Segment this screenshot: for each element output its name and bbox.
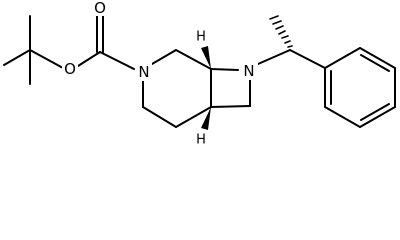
ester-oxygen-label: O	[64, 60, 76, 78]
carbamate-group	[77, 14, 135, 70]
bond-n-chiral-carbon	[257, 49, 291, 65]
bond-oxygen-carbonyl-carbon	[77, 51, 101, 67]
molecule-diagram: O O N N H H	[3, 0, 396, 148]
azetidine-ring	[210, 68, 251, 108]
bond-chiral-carbon-phenyl	[289, 49, 326, 69]
stereo-bonds	[201, 46, 211, 130]
bond-ch2-c6	[210, 105, 251, 108]
piperidine-ring	[142, 49, 212, 128]
wedge-bond-bottom	[201, 107, 211, 130]
phenyl-bond-2	[359, 47, 396, 69]
phenyl-bond-5	[324, 106, 361, 128]
bond-c6-c5	[175, 106, 212, 128]
phenyl-bond-4	[359, 106, 396, 128]
phenyl-bond-1	[324, 47, 361, 69]
wedge-bond-top	[201, 46, 211, 69]
phenyl-inner-bond-1	[360, 54, 390, 72]
atom-labels: O O N N H H	[62, 0, 258, 148]
carbonyl-oxygen-label: O	[94, 0, 106, 17]
phenylethyl-group	[257, 15, 326, 69]
azetidine-nitrogen-label: N	[243, 62, 254, 80]
bond-c2-c1	[175, 49, 212, 70]
bond-n-c2	[151, 49, 177, 65]
ring-nitrogen-label: N	[138, 63, 149, 81]
tert-butyl-group	[3, 15, 64, 85]
bond-carbonyl-carbon-nitrogen	[99, 51, 135, 70]
phenyl-ring	[324, 47, 396, 128]
bond-c5-c4	[142, 106, 177, 128]
hashed-wedge-methyl-hashes	[269, 15, 293, 48]
stereo-h-top-label: H	[196, 30, 206, 45]
bond-tbu-oxygen	[29, 49, 64, 69]
bond-tbu-methyl-left	[3, 49, 31, 66]
stereo-h-bottom-label: H	[196, 133, 206, 148]
bond-c1-n	[210, 68, 239, 71]
phenyl-inner-bond-2	[360, 103, 390, 121]
